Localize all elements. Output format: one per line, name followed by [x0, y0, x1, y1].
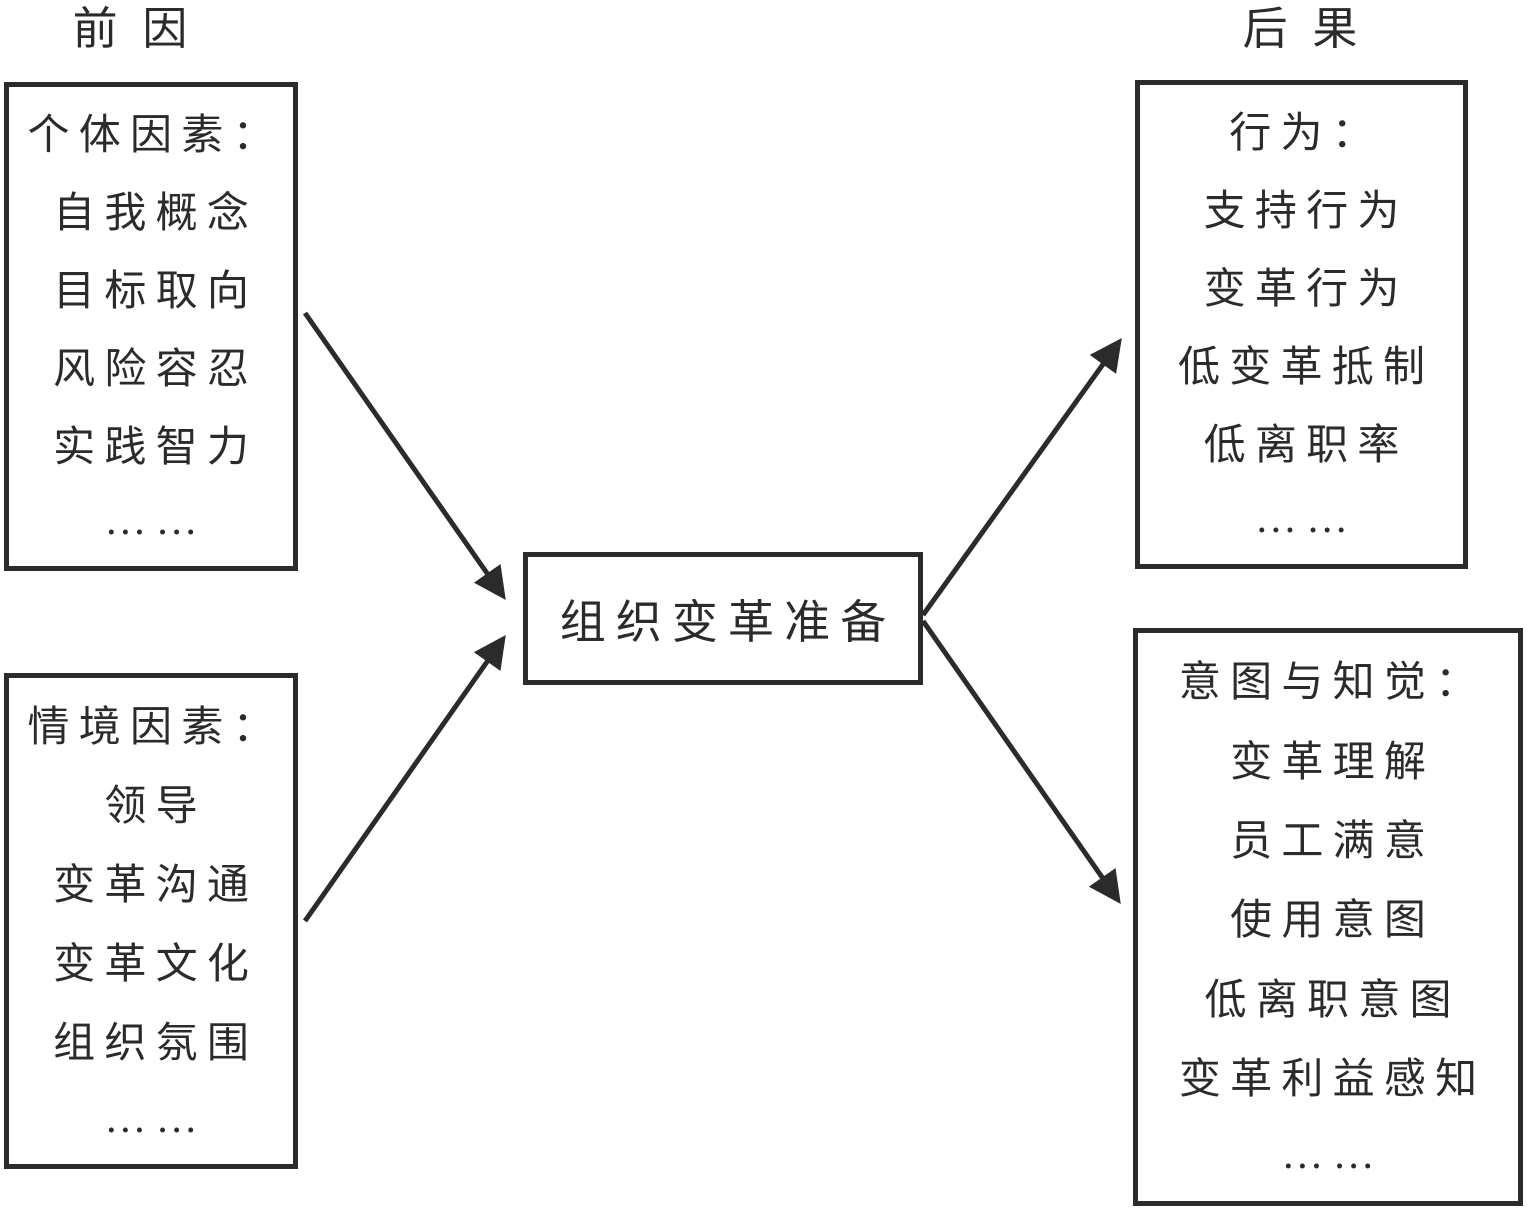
intention-perception-item: 变革理解	[1230, 739, 1436, 786]
behaviors-title: 行为：	[1229, 111, 1383, 158]
arrow-situational-factors-to-readiness	[302, 635, 506, 923]
ellipsis-text: ……	[1281, 1132, 1384, 1179]
ellipsis-text: ……	[104, 1095, 207, 1142]
antecedents-column-title: 前因	[72, 4, 213, 54]
ellipsis-text: ……	[104, 498, 207, 545]
situational-factor-item: 变革沟通	[53, 863, 259, 909]
situational-factors-title: 情境因素：	[27, 705, 284, 751]
individual-factor-item: 目标取向	[53, 269, 259, 316]
individual-factors-title: 个体因素：	[27, 113, 284, 160]
situational-factor-item: 变革文化	[53, 942, 259, 988]
situational-factors-box: 情境因素： 领导 变革沟通 变革文化 组织氛围 ……	[4, 673, 298, 1169]
arrow-individual-factors-to-readiness	[302, 311, 506, 600]
individual-factor-item: 实践智力	[53, 424, 259, 471]
individual-factor-item: 风险容忍	[53, 346, 259, 393]
arrow-readiness-to-behaviors	[920, 338, 1122, 617]
individual-factors-box: 个体因素： 自我概念 目标取向 风险容忍 实践智力 ……	[4, 82, 298, 571]
intentions-perceptions-title: 意图与知觉：	[1178, 660, 1487, 707]
intention-perception-item: 员工满意	[1230, 819, 1436, 866]
individual-factor-item: 自我概念	[53, 191, 259, 238]
intention-perception-item: 使用意图	[1230, 898, 1436, 945]
intention-perception-item: 低离职意图	[1204, 977, 1461, 1024]
behavior-item: 支持行为	[1203, 189, 1409, 236]
arrow-readiness-to-intentions	[920, 619, 1121, 904]
situational-factor-item: 领导	[104, 784, 207, 830]
ellipsis-text: ……	[1254, 496, 1358, 543]
consequences-column-title: 后果	[1242, 4, 1383, 54]
intention-perception-item: 变革利益感知	[1178, 1057, 1487, 1104]
behavior-item: 低离职率	[1203, 422, 1409, 469]
behavior-item: 变革行为	[1203, 267, 1409, 314]
behaviors-box: 行为： 支持行为 变革行为 低变革抵制 低离职率 ……	[1135, 80, 1468, 569]
situational-factor-item: 组织氛围	[53, 1021, 259, 1067]
intentions-perceptions-box: 意图与知觉： 变革理解 员工满意 使用意图 低离职意图 变革利益感知 ……	[1133, 628, 1523, 1206]
behavior-item: 低变革抵制	[1178, 344, 1435, 391]
change-readiness-label: 组织变革准备	[559, 596, 897, 648]
change-readiness-box: 组织变革准备	[523, 552, 923, 685]
